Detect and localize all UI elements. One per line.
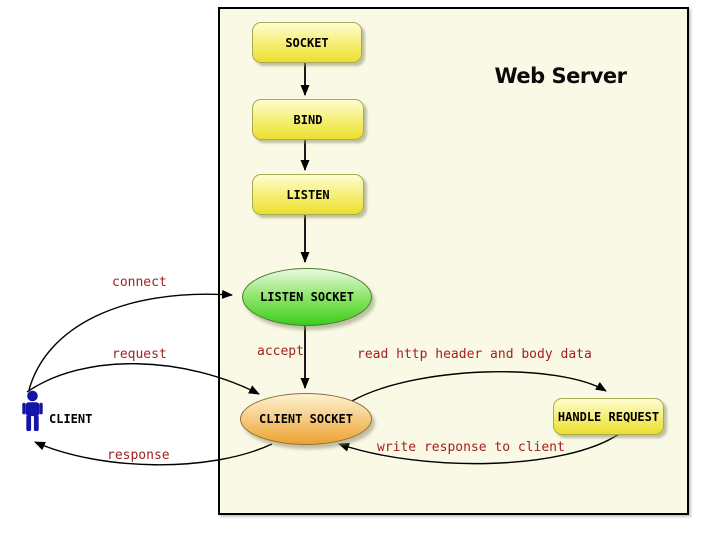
edge-label-read-http: read http header and body data: [357, 347, 592, 362]
edge-label-write-response: write response to client: [377, 440, 565, 455]
server-title: Web Server: [494, 64, 627, 88]
edge-label-connect: connect: [112, 275, 167, 290]
node-socket-label: SOCKET: [285, 35, 329, 50]
node-listen-socket: LISTEN SOCKET: [242, 268, 372, 326]
edge-label-request: request: [112, 347, 167, 362]
node-handle-request: HANDLE REQUEST: [553, 398, 664, 435]
edge-label-response: response: [107, 448, 170, 463]
edge-label-accept: accept: [257, 344, 304, 359]
node-handle-request-label: HANDLE REQUEST: [557, 409, 660, 424]
node-listen: LISTEN: [252, 174, 364, 215]
node-socket: SOCKET: [252, 22, 362, 63]
node-bind-label: BIND: [293, 112, 323, 127]
node-client-socket-label: CLIENT SOCKET: [259, 412, 353, 426]
node-listen-socket-label: LISTEN SOCKET: [260, 290, 354, 304]
node-client-socket: CLIENT SOCKET: [240, 393, 372, 445]
person-icon: [22, 390, 43, 431]
client-label: CLIENT: [49, 412, 93, 426]
node-listen-label: LISTEN: [286, 187, 330, 202]
node-bind: BIND: [252, 99, 364, 140]
edge-connect: [28, 289, 233, 391]
